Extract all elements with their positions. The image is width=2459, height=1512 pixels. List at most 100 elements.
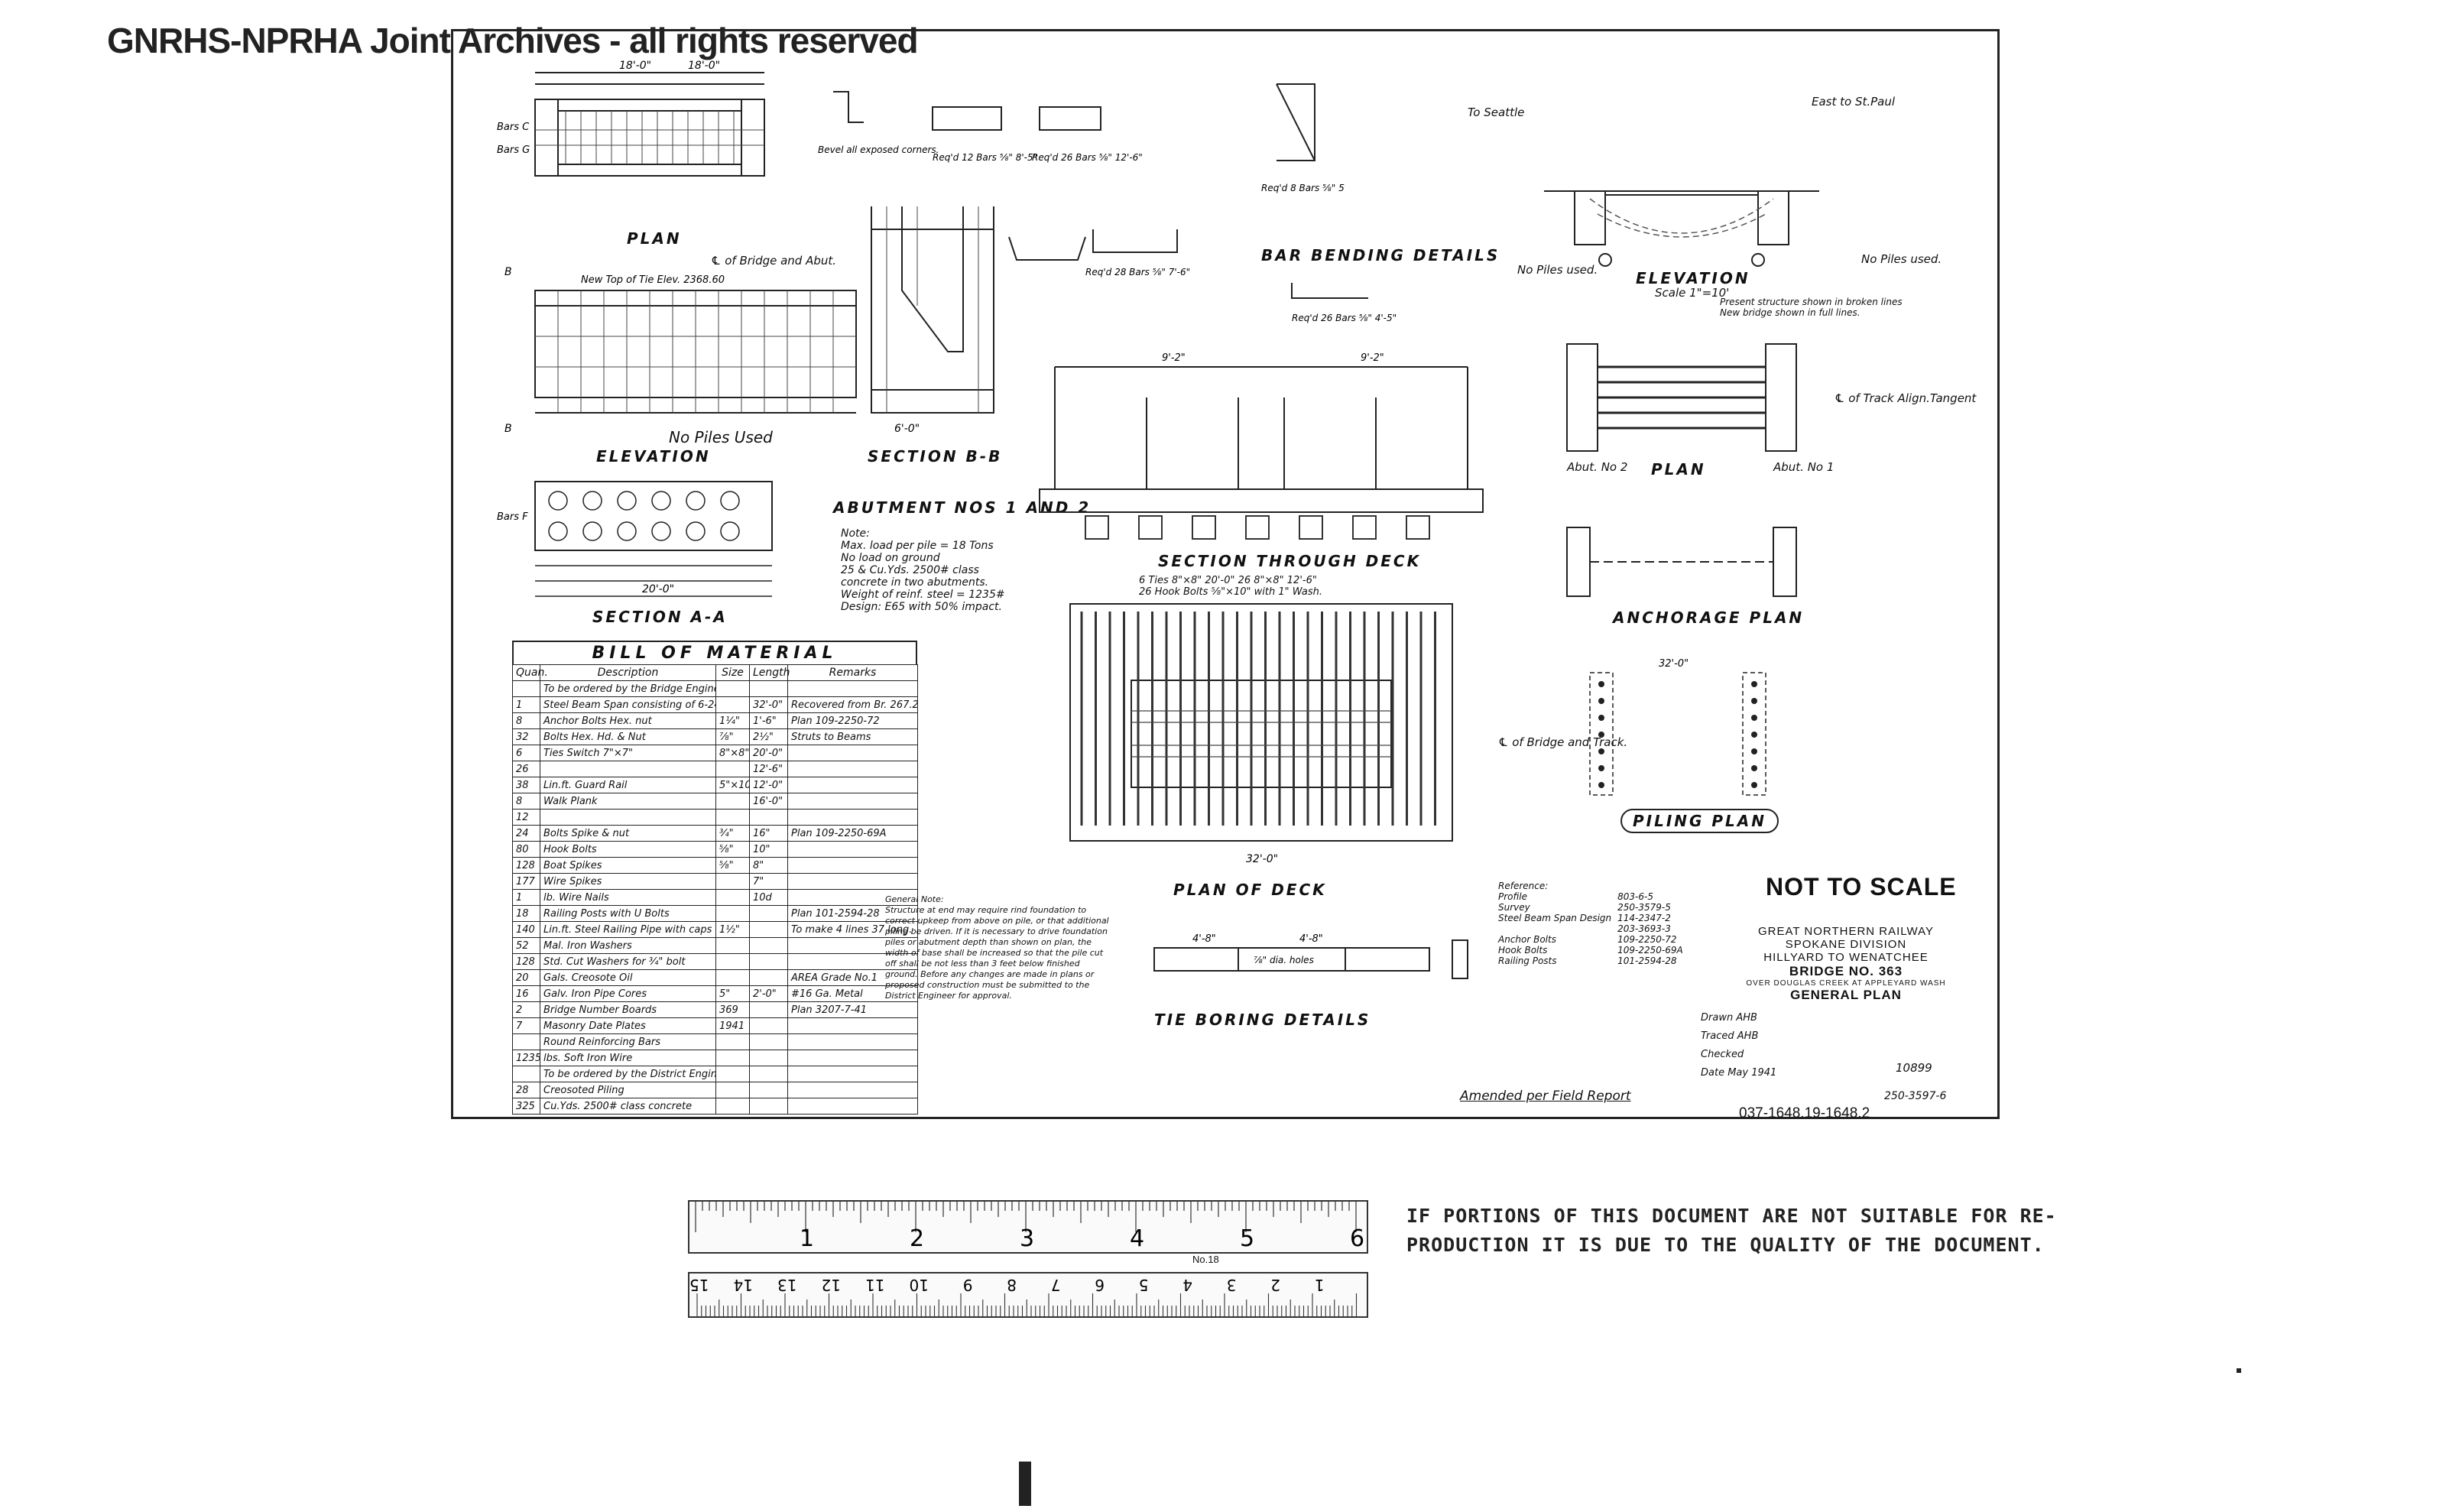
ruler-inch-label: 2: [910, 1225, 924, 1252]
bom-cell: [787, 809, 918, 826]
bom-header: Size: [715, 664, 750, 681]
bom-cell: [512, 1033, 540, 1050]
svg-text:B: B: [504, 266, 512, 278]
pile-marker: [1598, 715, 1604, 721]
archive-number: 037-1648.19-1648.2: [1739, 1105, 1870, 1121]
svg-text:9'-2": 9'-2": [1162, 352, 1186, 364]
no-piles-left-label: No Piles used.: [1517, 263, 1598, 277]
reference-cell: Steel Beam Span Design: [1498, 913, 1612, 923]
bom-cell: [715, 809, 750, 826]
bom-cell: 10d: [749, 889, 788, 906]
bom-cell: Mal. Iron Washers: [540, 937, 716, 954]
ruler-cm-label: 2: [1270, 1276, 1280, 1294]
reference-cell: 109-2250-69A: [1617, 945, 1683, 956]
anchorage-plan-title: ANCHORAGE PLAN: [1613, 608, 1805, 627]
bom-cell: 18: [512, 905, 540, 922]
references-heading: Reference:: [1498, 881, 1549, 891]
bom-cell: Creosoted Piling: [540, 1082, 716, 1098]
general-note: General Note: Structure at end may requi…: [885, 894, 1114, 1001]
bom-cell: 325: [512, 1098, 540, 1115]
bom-cell: 12'-6": [749, 761, 788, 777]
bom-cell: [749, 953, 788, 970]
bom-cell: 8: [512, 712, 540, 729]
bom-cell: [715, 969, 750, 986]
section-deck-drawing: 9'-2" 9'-2": [1039, 352, 1484, 540]
svg-text:18'-0": 18'-0": [688, 60, 720, 72]
bom-cell: [749, 680, 788, 697]
pile-marker: [1751, 681, 1757, 687]
drawing-number: 10899: [1896, 1061, 1932, 1075]
bom-cell: [540, 761, 716, 777]
bom-cell: Plan 3207-7-41: [787, 1001, 918, 1018]
svg-text:Bars C: Bars C: [497, 122, 530, 133]
reference-cell: Profile: [1498, 891, 1527, 902]
ruler-inch-label: 6: [1350, 1225, 1364, 1252]
abut2-label: Abut. No 2: [1567, 460, 1628, 474]
note-line: concrete in two abutments.: [841, 576, 989, 589]
ruler-cm-label: 6: [1095, 1276, 1105, 1294]
bom-cell: 7: [512, 1017, 540, 1034]
bar-d-drawing: Req'd 8 Bars ⅝" 5'-10": [1261, 83, 1345, 193]
reference-cell: Survey: [1498, 902, 1530, 913]
bom-cell: [787, 1082, 918, 1098]
reference-cell: 250-3579-5: [1617, 902, 1671, 913]
bom-cell: [715, 696, 750, 713]
bom-cell: 20: [512, 969, 540, 986]
bom-cell: Bolts Spike & nut: [540, 825, 716, 842]
elevation-right-title: ELEVATION: [1636, 269, 1750, 287]
svg-text:⅞" dia. holes: ⅞" dia. holes: [1254, 955, 1314, 965]
bom-cell: [787, 777, 918, 793]
bom-cell: 2'-0": [749, 985, 788, 1002]
bom-cell: [715, 1050, 750, 1066]
bom-row: 12: [512, 809, 918, 826]
general-note-text: Structure at end may require rind founda…: [885, 905, 1109, 1001]
bom-cell: [715, 953, 750, 970]
design-notes: Note: Max. load per pile = 18 Tons No lo…: [841, 527, 1005, 613]
plan-right-drawing: [1566, 343, 1797, 452]
piling-plan-title: PILING PLAN: [1620, 809, 1779, 833]
bom-cell: [787, 841, 918, 858]
bom-cell: Bolts Hex. Hd. & Nut: [540, 728, 716, 745]
bom-cell: 1¼": [715, 712, 750, 729]
tie-boring-title: TIE BORING DETAILS: [1154, 1011, 1371, 1029]
bom-cell: Anchor Bolts Hex. nut: [540, 712, 716, 729]
bom-cell: 1: [512, 696, 540, 713]
pile-marker: [1598, 732, 1604, 738]
bom-cell: [787, 857, 918, 874]
bom-cell: 52: [512, 937, 540, 954]
ruler-cm-label: 1: [1315, 1276, 1325, 1294]
elevation-note: New bridge shown in full lines.: [1720, 307, 1860, 318]
railway-name: GREAT NORTHERN RAILWAY: [1757, 925, 1935, 938]
bom-cell: Lin.ft. Guard Rail: [540, 777, 716, 793]
svg-text:Req'd 8 Bars ⅝" 5'-10": Req'd 8 Bars ⅝" 5'-10": [1261, 183, 1345, 193]
svg-text:4'-8": 4'-8": [1192, 933, 1216, 945]
division: SPOKANE DIVISION: [1785, 938, 1907, 951]
bom-cell: 1½": [715, 921, 750, 938]
pile-marker: [1751, 698, 1757, 704]
pile-marker: [1751, 782, 1757, 788]
bom-cell: [715, 1033, 750, 1050]
note-line: Max. load per pile = 18 Tons: [841, 540, 994, 552]
bom-cell: 2: [512, 1001, 540, 1018]
drawn-by: Drawn AHB: [1701, 1012, 1757, 1024]
reproduction-notice: IF PORTIONS OF THIS DOCUMENT ARE NOT SUI…: [1406, 1202, 2057, 1260]
reference-cell: 101-2594-28: [1617, 956, 1677, 966]
abutment-elevation-drawing: New Top of Tie Elev. 2368.60 B B: [504, 266, 857, 435]
bom-cell: [715, 889, 750, 906]
bom-cell: [715, 873, 750, 890]
svg-text:20'-0": 20'-0": [642, 583, 674, 595]
bom-cell: 5": [715, 985, 750, 1002]
bom-cell: Std. Cut Washers for ¾" bolt: [540, 953, 716, 970]
bom-cell: 5"×10": [715, 777, 750, 793]
bom-cell: [749, 1082, 788, 1098]
